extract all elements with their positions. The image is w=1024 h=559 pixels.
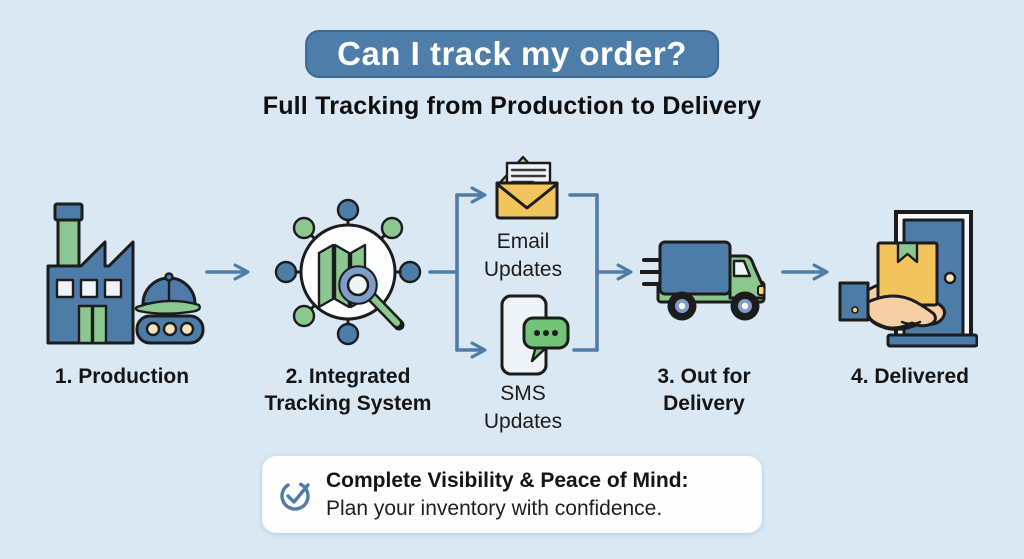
- notification-label-email: Email Updates: [483, 230, 563, 281]
- footer-note-box: Complete Visibility & Peace of Mind: Pla…: [262, 456, 762, 533]
- step-label-out-for-delivery: 3. Out for Delivery: [657, 365, 751, 415]
- factory-icon: [45, 198, 210, 353]
- door-handoff-icon: [838, 210, 979, 353]
- subtitle: Full Tracking from Production to Deliver…: [262, 92, 762, 120]
- delivery-truck-icon: [638, 240, 768, 331]
- step-label-delivered: 4. Delivered: [851, 365, 969, 388]
- check-circle-icon: [278, 477, 314, 518]
- notification-label-sms: SMS Updates: [483, 382, 563, 433]
- step-label-tracking-system: 2. Integrated Tracking System: [264, 365, 432, 415]
- sms-phone-icon: [496, 294, 572, 381]
- tracking-network-icon: [273, 197, 423, 352]
- title-banner: Can I track my order?: [305, 30, 719, 78]
- footer-subtext: Plan your inventory with confidence.: [326, 497, 663, 520]
- footer-heading: Complete Visibility & Peace of Mind:: [326, 469, 689, 492]
- email-envelope-icon: [483, 150, 563, 227]
- step-label-production: 1. Production: [54, 365, 190, 388]
